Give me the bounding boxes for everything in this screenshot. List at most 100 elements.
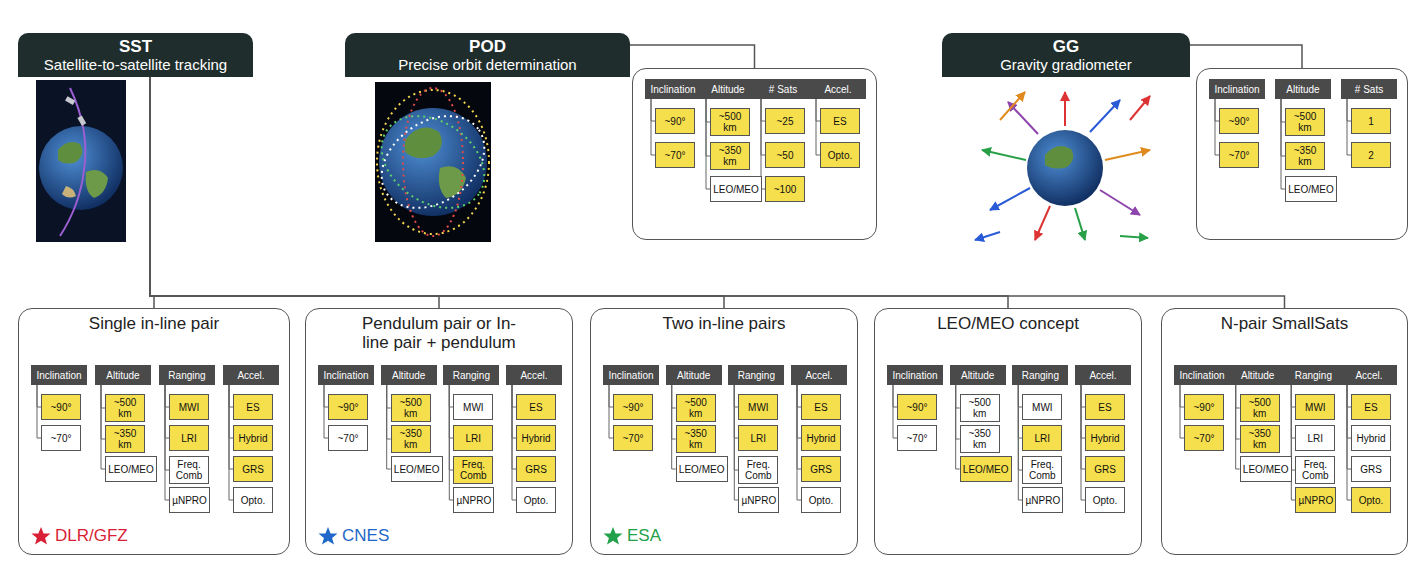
option-text: ES: [814, 402, 827, 413]
column-header: Inclination: [31, 365, 87, 385]
star-icon: [31, 526, 51, 546]
option-box: MWI: [169, 394, 209, 420]
agency-name: DLR/GFZ: [55, 526, 128, 546]
column-header: Ranging: [728, 365, 784, 385]
option-text: ~100: [774, 184, 797, 195]
option-box: ~70°: [613, 425, 653, 451]
option-text: ~90°: [623, 402, 644, 413]
option-box: Hybrid: [1351, 425, 1391, 451]
option-text: Opto.: [1359, 495, 1383, 506]
option-box: ~500 km: [105, 394, 145, 422]
option-text: Altitude: [1241, 370, 1274, 381]
tree-connector: [150, 77, 1008, 308]
option-text: LEO/MEO: [108, 464, 154, 475]
option-text: ~90°: [338, 402, 359, 413]
column-header: Inclination: [603, 365, 659, 385]
column-header: # Sats: [755, 79, 811, 99]
option-box: 1: [1351, 108, 1391, 134]
option-text: ES: [1364, 402, 1377, 413]
option-text: LRI: [1308, 433, 1324, 444]
option-text: LEO/MEO: [963, 464, 1009, 475]
option-text: GRS: [525, 464, 547, 475]
sst-globe-image: [36, 80, 126, 242]
option-box: ~70°: [897, 425, 937, 451]
option-box: ~90°: [328, 394, 368, 420]
column-header: # Sats: [1341, 79, 1397, 99]
option-text: 2: [1368, 150, 1374, 161]
option-text: ~90°: [1229, 116, 1250, 127]
panel-title: N-pair SmallSats: [1195, 314, 1375, 333]
option-box: ~50: [765, 142, 805, 168]
option-box: Hybrid: [1085, 425, 1125, 451]
option-text: Inclination: [36, 370, 81, 381]
option-text: Hybrid: [807, 433, 836, 444]
option-text: ES: [833, 116, 846, 127]
column-header: Altitude: [1230, 365, 1286, 385]
panel-title: LEO/MEO concept: [918, 314, 1098, 333]
option-text: Altitude: [711, 84, 744, 95]
panel-title: Two in-line pairs: [634, 314, 814, 333]
option-text: ~50: [777, 150, 794, 161]
option-text: MWI: [179, 402, 200, 413]
option-text: ~500 km: [108, 397, 142, 419]
option-box: MWI: [738, 394, 778, 420]
option-text: Accel.: [1089, 370, 1116, 381]
column-header: Accel.: [223, 365, 279, 385]
column-header: Ranging: [1285, 365, 1341, 385]
option-text: LRI: [466, 433, 482, 444]
option-text: Freq. Comb: [172, 459, 206, 481]
option-text: Ranging: [1022, 370, 1059, 381]
option-box: ~350 km: [105, 425, 145, 453]
option-text: ~70°: [907, 433, 928, 444]
option-text: Accel.: [824, 84, 851, 95]
option-box: ES: [1351, 394, 1391, 420]
option-box: LEO/MEO: [1240, 456, 1292, 482]
option-box: ES: [1085, 394, 1125, 420]
option-box: Freq. Comb: [1295, 456, 1335, 484]
option-box: µNPRO: [1295, 487, 1336, 513]
option-text: LRI: [181, 433, 197, 444]
agency-label: CNES: [318, 526, 389, 546]
option-box: LRI: [453, 425, 493, 451]
option-box: ~500 km: [960, 394, 1000, 422]
option-text: Inclination: [323, 370, 368, 381]
option-text: Hybrid: [239, 433, 268, 444]
column-header: Ranging: [443, 365, 499, 385]
option-text: Opto.: [809, 495, 833, 506]
option-text: ~350 km: [1288, 145, 1322, 167]
option-text: ~350 km: [963, 428, 997, 450]
option-text: GRS: [1360, 464, 1382, 475]
option-box: GRS: [233, 456, 273, 482]
option-panel: LEO/MEO conceptInclination~90°~70°Altitu…: [874, 308, 1142, 555]
option-text: ~350 km: [1243, 428, 1277, 450]
option-text: ~350 km: [713, 145, 747, 167]
option-box: Hybrid: [801, 425, 841, 451]
option-box: ~500 km: [1285, 108, 1325, 136]
option-box: ~500 km: [1240, 394, 1280, 422]
pod-globe-image: [364, 82, 502, 242]
option-text: GRS: [242, 464, 264, 475]
option-box: Opto.: [801, 487, 841, 513]
option-box: Freq. Comb: [453, 456, 493, 484]
option-text: ~350 km: [108, 428, 142, 450]
option-text: µNPRO: [1299, 495, 1334, 506]
option-box: LEO/MEO: [391, 456, 443, 482]
option-text: Freq. Comb: [741, 459, 775, 481]
option-text: Altitude: [106, 370, 139, 381]
option-text: ~500 km: [1288, 111, 1322, 133]
column-header: Accel.: [810, 79, 866, 99]
option-box: Opto.: [516, 487, 556, 513]
option-text: ~500 km: [679, 397, 713, 419]
option-text: ~90°: [665, 116, 686, 127]
option-panel: Inclination~90°~70°Altitude~500 km~350 k…: [1196, 68, 1408, 240]
option-box: Opto.: [233, 487, 273, 513]
option-box: ES: [820, 108, 860, 134]
option-text: Hybrid: [1091, 433, 1120, 444]
column-header: Ranging: [159, 365, 215, 385]
tree-connector: [630, 45, 755, 68]
option-box: ~350 km: [960, 425, 1000, 453]
option-text: Opto.: [524, 495, 548, 506]
option-text: Accel.: [1355, 370, 1382, 381]
column-header: Altitude: [381, 365, 437, 385]
option-text: Altitude: [1286, 84, 1319, 95]
